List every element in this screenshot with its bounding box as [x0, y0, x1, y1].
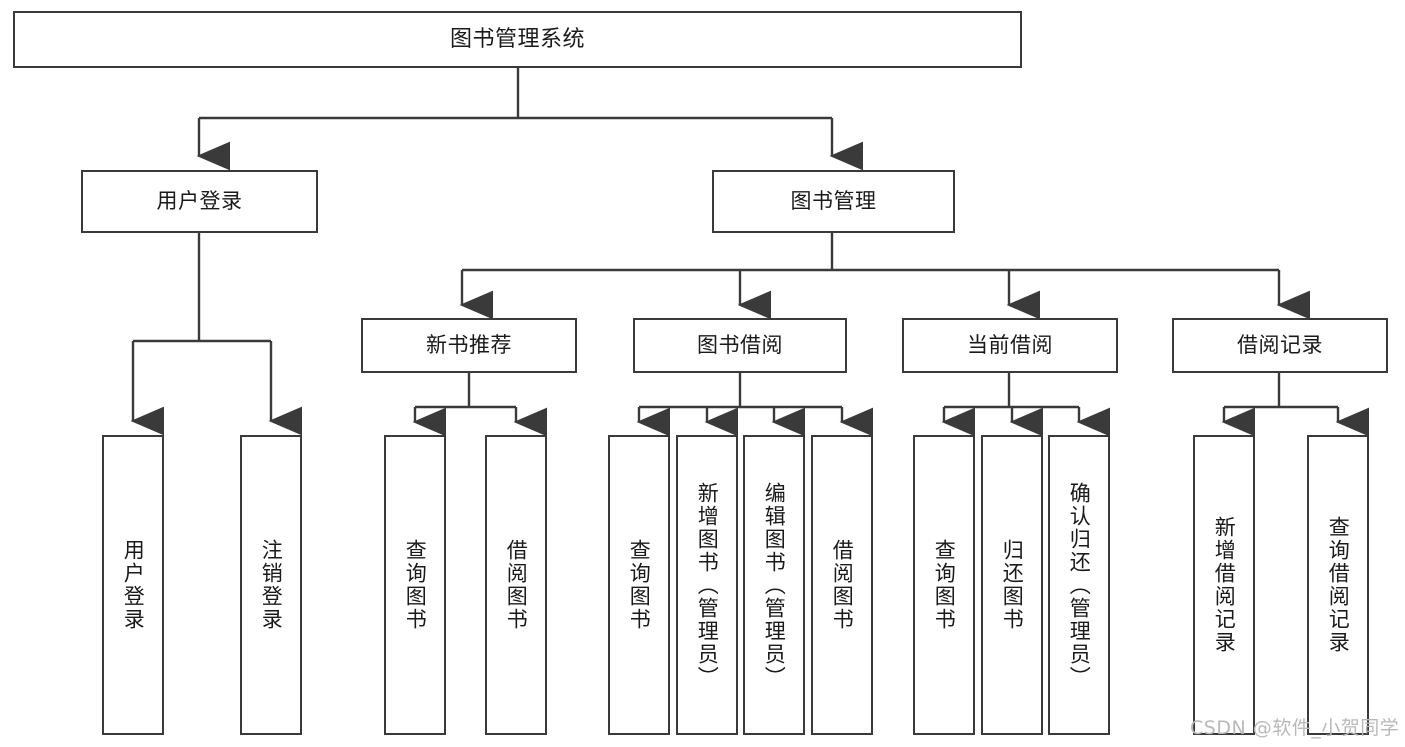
- node-leaf-current-borrow-2-label: 归还图书: [1000, 539, 1025, 631]
- node-root-system-label: 图书管理系统: [449, 26, 585, 52]
- node-book-borrow-label: 图书借阅: [697, 333, 783, 358]
- node-book-borrow[interactable]: 图书借阅: [633, 318, 847, 373]
- node-leaf-book-borrow-2[interactable]: 新增图书（管理员）: [676, 435, 738, 735]
- node-leaf-borrow-record-2[interactable]: 查询借阅记录: [1307, 435, 1369, 735]
- node-leaf-user-login-1[interactable]: 用户登录: [102, 435, 164, 735]
- node-leaf-current-borrow-1[interactable]: 查询图书: [913, 435, 975, 735]
- node-user-login-label: 用户登录: [156, 189, 243, 214]
- node-leaf-user-login-2-label: 注销登录: [259, 539, 284, 631]
- node-current-borrow-label: 当前借阅: [967, 333, 1053, 358]
- node-new-book-recommend-label: 新书推荐: [426, 333, 512, 358]
- node-leaf-new-book-2-label: 借阅图书: [504, 539, 529, 631]
- csdn-watermark: CSDN @软件_小贺同学: [1190, 717, 1400, 739]
- node-leaf-book-borrow-1-label: 查询图书: [627, 539, 652, 631]
- node-borrow-record[interactable]: 借阅记录: [1172, 318, 1388, 373]
- node-leaf-current-borrow-2[interactable]: 归还图书: [981, 435, 1043, 735]
- node-leaf-user-login-1-label: 用户登录: [121, 539, 146, 631]
- node-leaf-borrow-record-1[interactable]: 新增借阅记录: [1193, 435, 1255, 735]
- node-leaf-book-borrow-1[interactable]: 查询图书: [608, 435, 670, 735]
- node-leaf-book-borrow-3[interactable]: 编辑图书（管理员）: [743, 435, 805, 735]
- node-leaf-book-borrow-4-label: 借阅图书: [830, 539, 855, 631]
- node-leaf-new-book-2[interactable]: 借阅图书: [485, 435, 547, 735]
- node-leaf-current-borrow-3[interactable]: 确认归还（管理员）: [1048, 435, 1110, 735]
- node-leaf-current-borrow-3-label: 确认归还（管理员）: [1067, 481, 1092, 689]
- node-new-book-recommend[interactable]: 新书推荐: [361, 318, 577, 373]
- node-borrow-record-label: 借阅记录: [1237, 333, 1323, 358]
- node-root-system[interactable]: 图书管理系统: [13, 11, 1022, 68]
- node-book-management[interactable]: 图书管理: [712, 170, 955, 233]
- node-leaf-book-borrow-2-label: 新增图书（管理员）: [695, 481, 720, 689]
- node-leaf-borrow-record-1-label: 新增借阅记录: [1212, 516, 1237, 654]
- node-leaf-new-book-1[interactable]: 查询图书: [384, 435, 446, 735]
- node-leaf-book-borrow-3-label: 编辑图书（管理员）: [762, 481, 787, 689]
- node-leaf-borrow-record-2-label: 查询借阅记录: [1326, 516, 1351, 654]
- node-leaf-book-borrow-4[interactable]: 借阅图书: [811, 435, 873, 735]
- node-book-management-label: 图书管理: [790, 189, 877, 214]
- node-leaf-new-book-1-label: 查询图书: [403, 539, 428, 631]
- node-user-login[interactable]: 用户登录: [81, 170, 318, 233]
- node-current-borrow[interactable]: 当前借阅: [902, 318, 1118, 373]
- node-leaf-user-login-2[interactable]: 注销登录: [240, 435, 302, 735]
- node-leaf-current-borrow-1-label: 查询图书: [932, 539, 957, 631]
